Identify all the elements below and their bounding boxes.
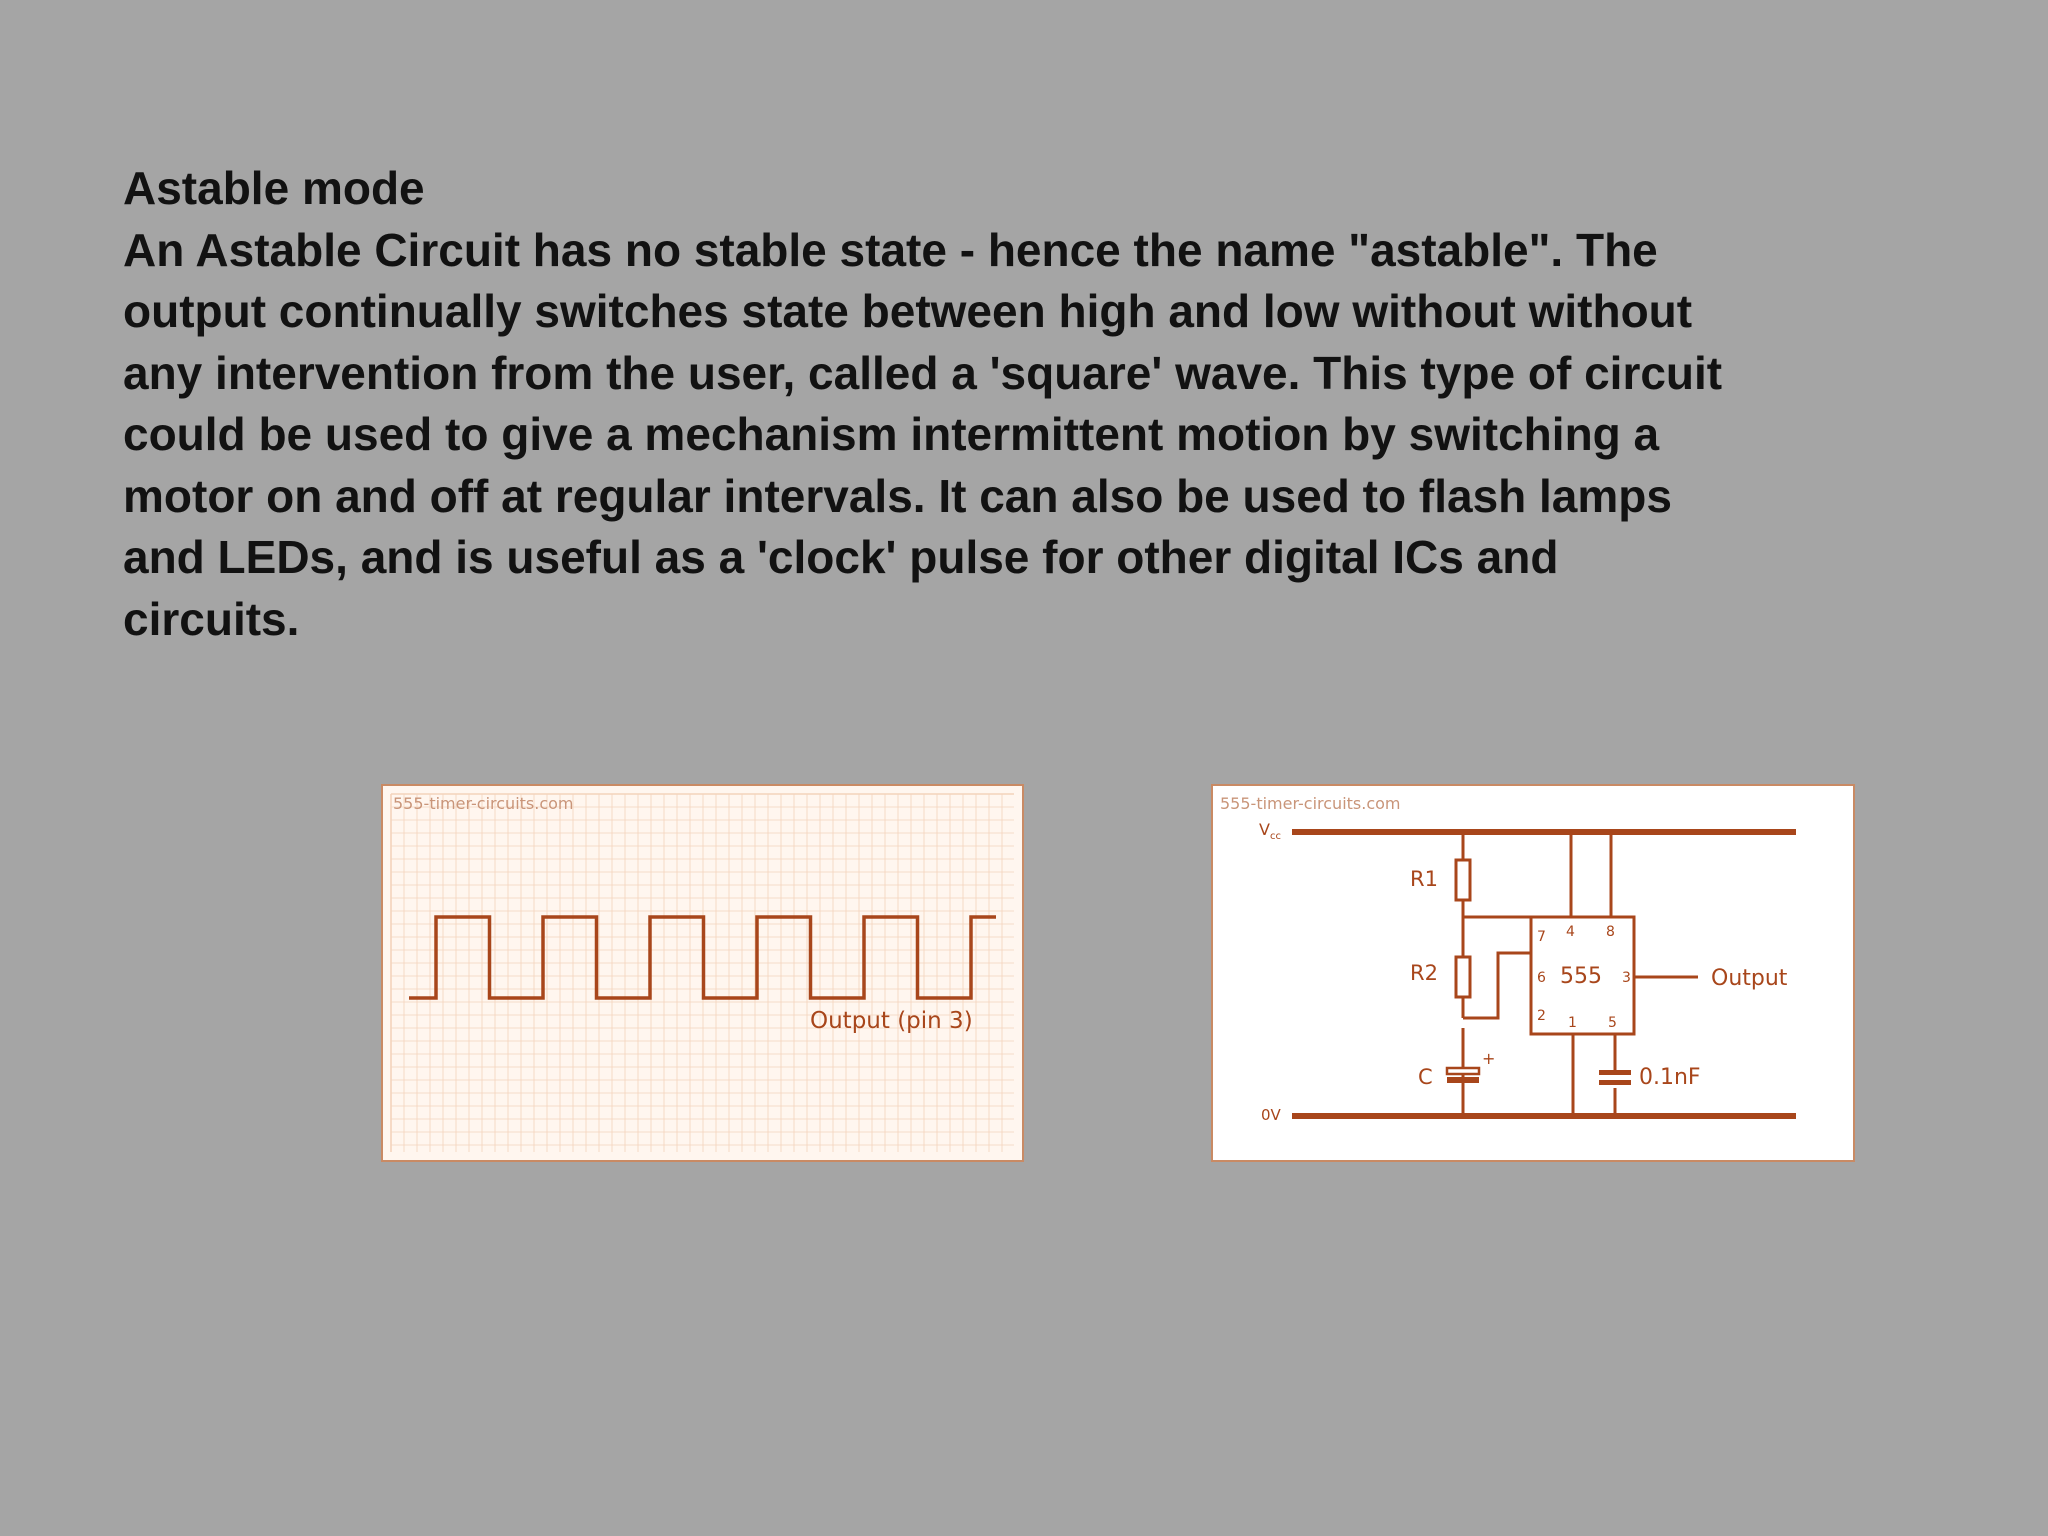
pin-7-label: 7 xyxy=(1537,929,1546,945)
body-line: output continually switches state betwee… xyxy=(123,285,1693,337)
slide-title: Astable mode xyxy=(123,162,425,214)
pin-2-label: 2 xyxy=(1537,1008,1546,1024)
resistor-r1 xyxy=(1454,858,1472,902)
slide-text: Astable mode An Astable Circuit has no s… xyxy=(123,158,1983,650)
waveform-figure: 555-timer-circuits.com Output (pin 3) xyxy=(381,784,1024,1162)
pin-6-label: 6 xyxy=(1537,970,1546,986)
trigger-wire xyxy=(1463,951,1531,1020)
c-label: C xyxy=(1418,1065,1433,1089)
ground-label: 0V xyxy=(1261,1106,1282,1124)
r2-label: R2 xyxy=(1410,961,1438,985)
waveform-grid xyxy=(390,793,1014,1152)
body-line: and LEDs, and is useful as a 'clock' pul… xyxy=(123,531,1559,583)
capacitor-plus: + xyxy=(1482,1049,1495,1068)
waveform-watermark: 555-timer-circuits.com xyxy=(393,794,574,813)
body-line: motor on and off at regular intervals. I… xyxy=(123,469,1672,522)
waveform-output-label: Output (pin 3) xyxy=(810,1008,973,1034)
body-line: any intervention from the user, called a… xyxy=(123,346,1723,399)
circuit-figure: 555-timer-circuits.com + Vcc 0V R1 xyxy=(1211,784,1855,1162)
vcc-label: Vcc xyxy=(1259,820,1281,842)
chip-label: 555 xyxy=(1560,964,1602,989)
pin-3-label: 3 xyxy=(1622,970,1631,986)
pin-8-label: 8 xyxy=(1606,924,1615,940)
square-wave xyxy=(409,915,996,1000)
body-line: could be used to give a mechanism interm… xyxy=(123,408,1660,460)
pin-4-label: 4 xyxy=(1566,924,1575,940)
r1-label: R1 xyxy=(1410,867,1438,891)
body-line: An Astable Circuit has no stable state -… xyxy=(123,223,1658,276)
pin-5-label: 5 xyxy=(1608,1015,1617,1031)
waveform-svg: 555-timer-circuits.com Output (pin 3) xyxy=(381,784,1024,1162)
c2-label: 0.1nF xyxy=(1639,1065,1701,1090)
capacitor-0-1nf xyxy=(1599,1070,1631,1085)
capacitor-c xyxy=(1445,1066,1481,1083)
vcc-pin-wire xyxy=(1569,832,1613,917)
pin-1-label: 1 xyxy=(1568,1015,1577,1031)
circuit-watermark: 555-timer-circuits.com xyxy=(1220,794,1401,813)
body-line: circuits. xyxy=(123,592,300,645)
circuit-svg: 555-timer-circuits.com + Vcc 0V R1 xyxy=(1211,784,1855,1162)
resistor-r2 xyxy=(1454,955,1472,999)
ic-555 xyxy=(1529,915,1636,1036)
circuit-output-label: Output xyxy=(1711,966,1788,991)
